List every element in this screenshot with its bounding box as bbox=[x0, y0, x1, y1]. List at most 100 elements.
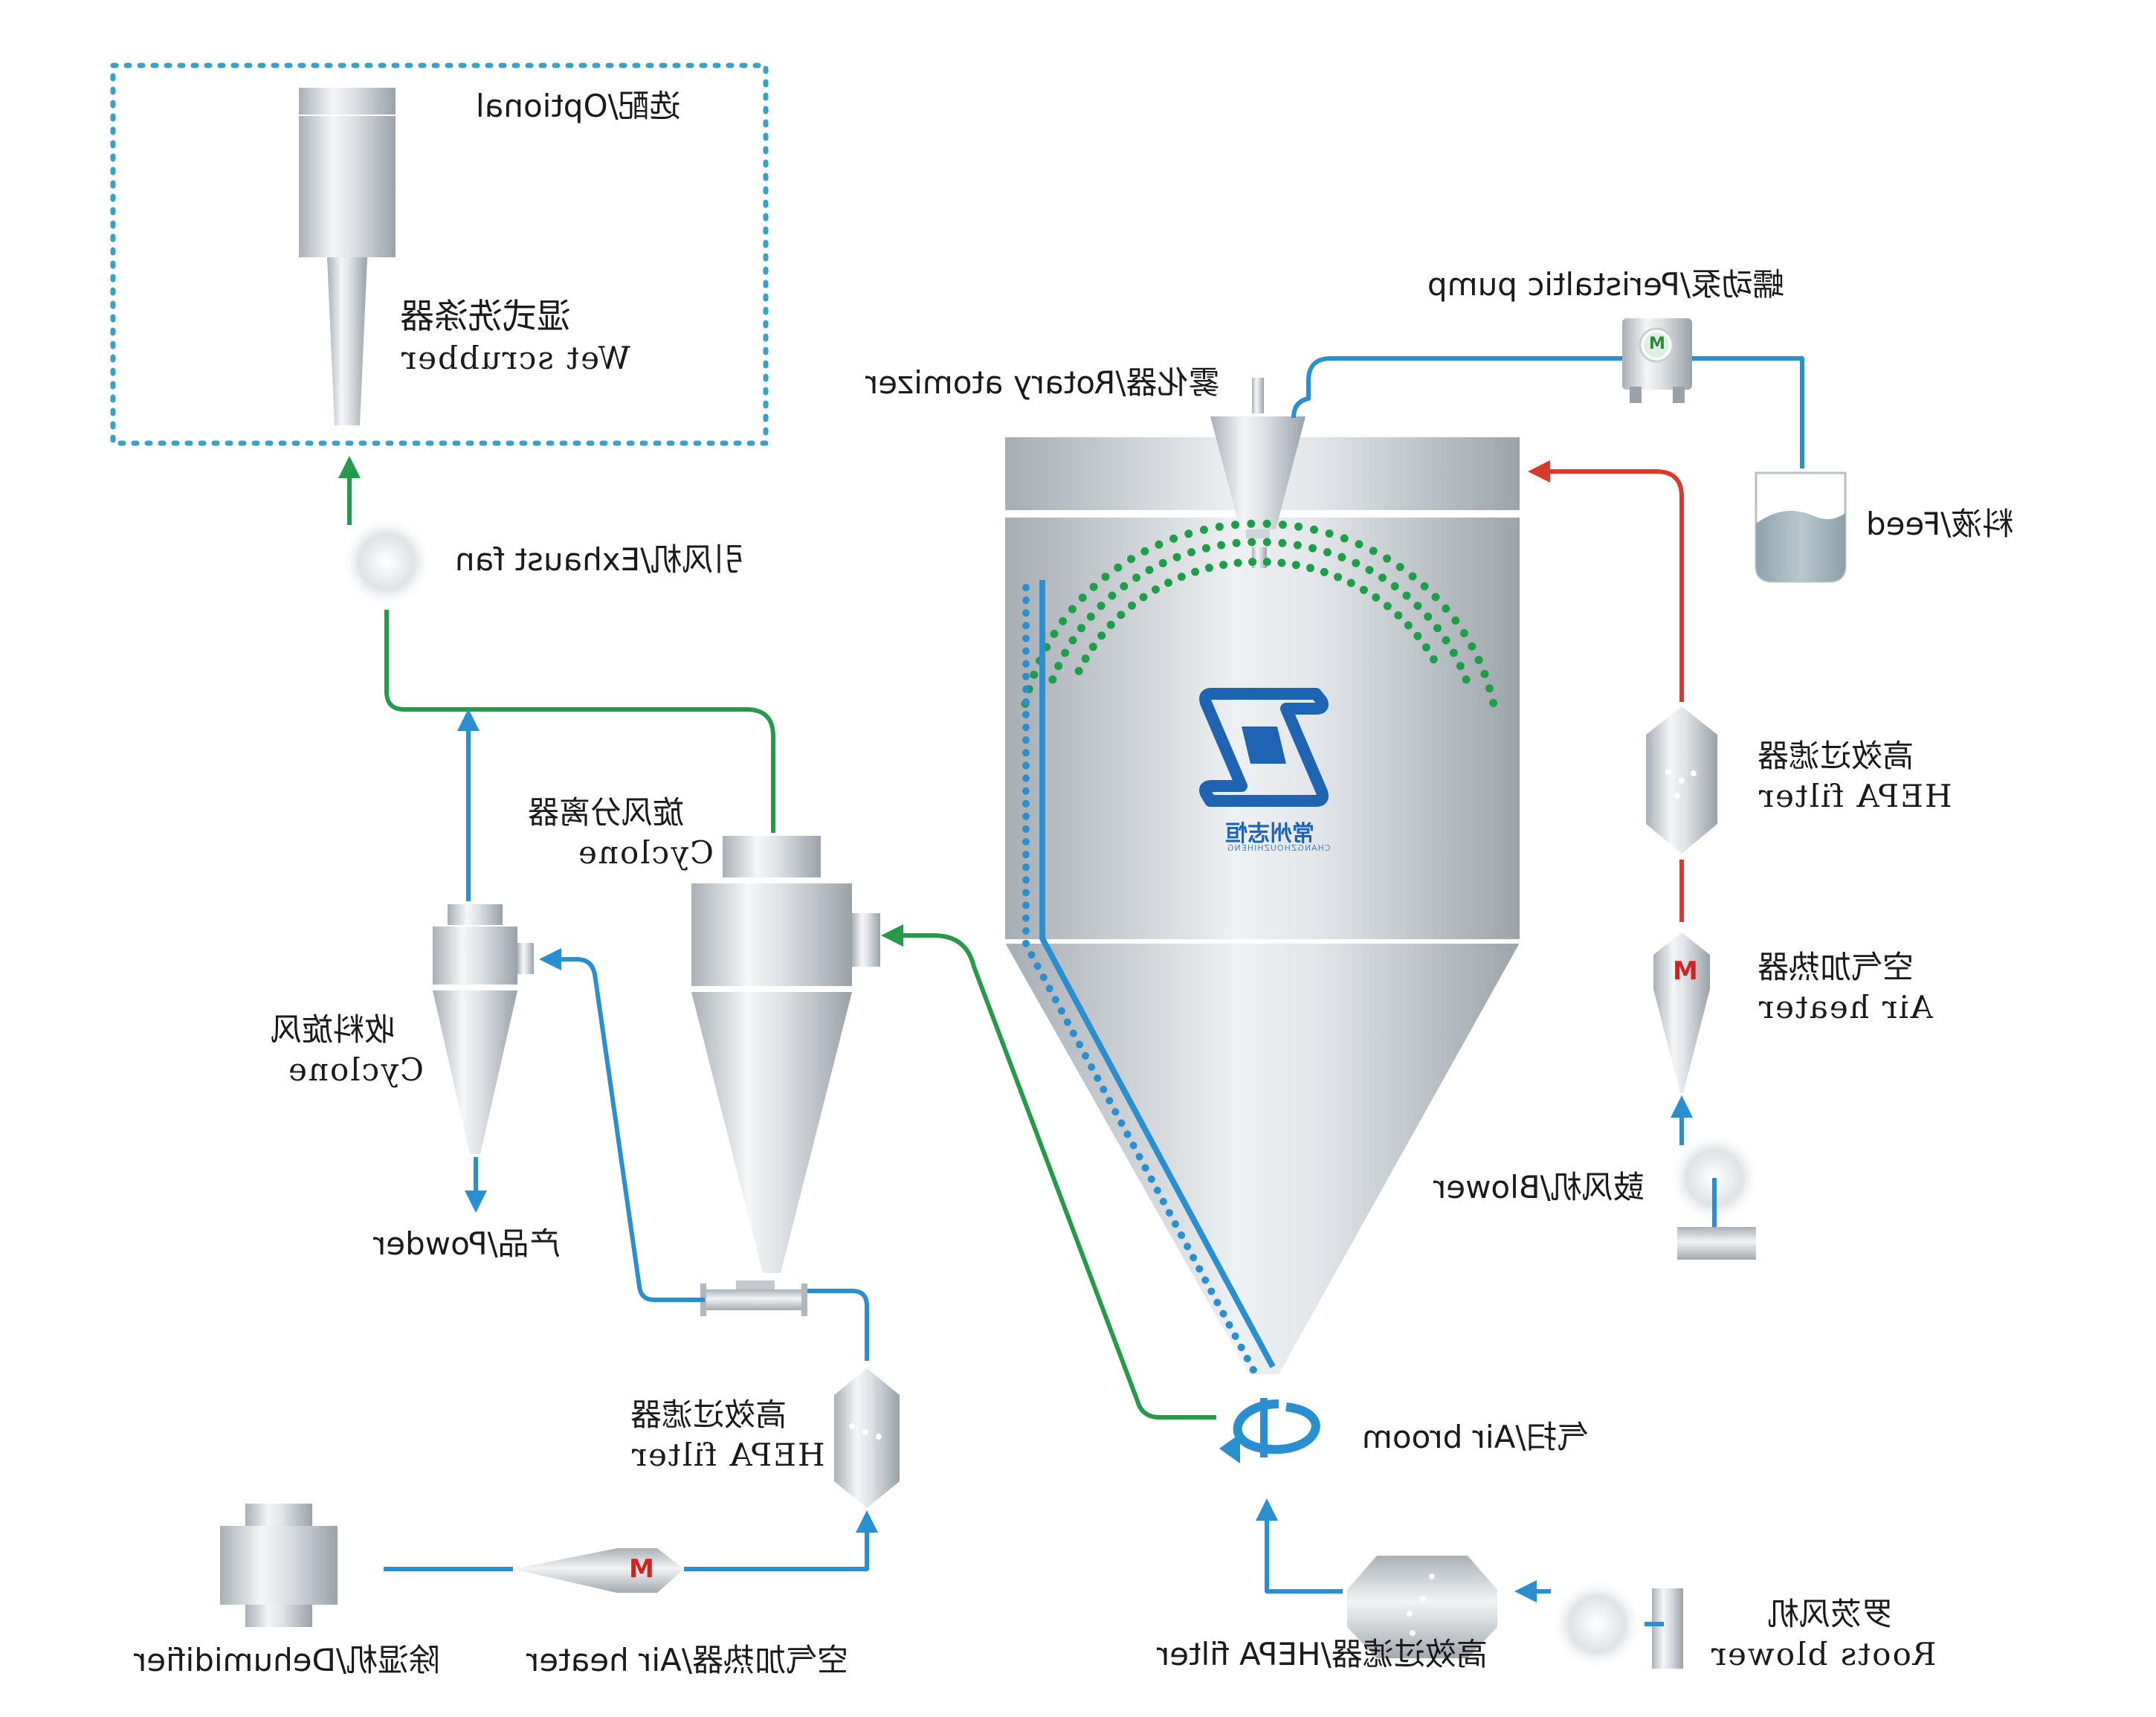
air-heater-right-label: 空气加热器 Air heater bbox=[1758, 949, 1933, 1027]
spray-droplet bbox=[1424, 612, 1433, 621]
logo-sub: CHANGZHOUZHIHENG bbox=[1227, 843, 1331, 853]
dehumidifier bbox=[220, 1504, 338, 1627]
spray-droplet bbox=[1169, 534, 1178, 543]
spray-droplet bbox=[1139, 593, 1148, 602]
spray-droplet bbox=[1383, 602, 1392, 611]
wet-scrubber-label: 湿式洗涤器 Wet scrubber bbox=[400, 296, 630, 378]
venturi-fitting bbox=[700, 1280, 807, 1316]
spray-droplet bbox=[1081, 654, 1090, 663]
spray-droplet bbox=[1451, 616, 1460, 625]
spray-droplet bbox=[1489, 698, 1498, 707]
flow-lines bbox=[338, 356, 1804, 1626]
spray-droplet bbox=[1421, 643, 1430, 652]
spray-pattern bbox=[1021, 519, 1498, 708]
hepa-left-en: HEPA filter bbox=[630, 1437, 825, 1474]
spray-droplet bbox=[1158, 558, 1167, 567]
spray-droplet bbox=[1247, 519, 1256, 528]
spray-droplet bbox=[1334, 573, 1343, 582]
spray-droplet bbox=[1325, 529, 1334, 538]
spray-droplet bbox=[1337, 553, 1346, 561]
spray-droplet bbox=[1140, 547, 1149, 555]
spray-droplet bbox=[1120, 582, 1129, 590]
spray-droplet bbox=[1413, 602, 1422, 611]
cyclone-collect-zh: 收料旋风 bbox=[271, 1011, 396, 1048]
spray-droplet bbox=[1474, 656, 1483, 664]
spray-droplet bbox=[1390, 582, 1399, 590]
powder-label: 产品/Powder bbox=[373, 1225, 561, 1262]
peristaltic-pump-label: 蠕动泵/Peristaltic pump bbox=[1427, 266, 1784, 303]
cyclone-collect bbox=[433, 904, 534, 1154]
spray-droplet bbox=[1372, 593, 1381, 602]
optional-box bbox=[110, 62, 769, 446]
spray-droplet bbox=[1277, 558, 1286, 567]
feed-label: 料液/Feed bbox=[1866, 506, 2014, 542]
spray-droplet bbox=[1310, 525, 1318, 534]
hepa-filter-right bbox=[1646, 706, 1717, 854]
spray-droplet bbox=[1172, 553, 1181, 561]
spray-droplet bbox=[1217, 541, 1226, 550]
cyclone-collect-label: 收料旋风 Cyclone bbox=[271, 1011, 424, 1089]
spray-droplet bbox=[1233, 558, 1242, 567]
spray-droplet bbox=[1262, 538, 1271, 547]
hepa-right-zh: 高效过滤器 bbox=[1758, 738, 1914, 774]
roots-blower-label: 罗茨风机 Roots blower bbox=[1710, 1596, 1936, 1674]
spray-droplet bbox=[1204, 564, 1213, 573]
optional-title: 选配/Optional bbox=[476, 88, 681, 124]
spray-droplet bbox=[1132, 573, 1140, 582]
company-logo-mark bbox=[1199, 688, 1329, 807]
spray-droplet bbox=[1395, 563, 1404, 571]
air-heater-right-zh: 空气加热器 bbox=[1758, 949, 1914, 985]
air-heater-right bbox=[1653, 932, 1710, 1093]
spray-droplet bbox=[1485, 684, 1494, 693]
spray-droplet bbox=[1456, 662, 1465, 671]
hepa-left-zh: 高效过滤器 bbox=[630, 1397, 787, 1433]
hepa-filter-bottom bbox=[1347, 1556, 1497, 1658]
spray-droplet bbox=[1262, 519, 1271, 528]
spray-droplet bbox=[1323, 548, 1332, 557]
air-heater-bottom-label: 空气加热器/Air heater bbox=[526, 1642, 848, 1678]
spray-droplet bbox=[1187, 548, 1195, 557]
spray-droplet bbox=[1201, 544, 1210, 553]
air-broom-label: 气扫/Air broom bbox=[1362, 1419, 1589, 1455]
spray-droplet bbox=[1184, 529, 1193, 538]
spray-droplet bbox=[1164, 579, 1172, 587]
spray-droplet bbox=[1468, 642, 1476, 651]
spray-droplet bbox=[1462, 675, 1471, 684]
spray-droplet bbox=[1320, 567, 1329, 576]
spray-droplet bbox=[1459, 629, 1468, 637]
blower-label: 鼓风机/Blower bbox=[1433, 1169, 1645, 1205]
feed-tank bbox=[1755, 471, 1847, 583]
spray-droplet bbox=[1086, 612, 1095, 621]
spray-droplet bbox=[1346, 579, 1355, 587]
rotary-atomizer-label: 雾化器/Rotary atomizer bbox=[865, 364, 1220, 401]
spray-droplet bbox=[1433, 624, 1442, 633]
spray-droplet bbox=[1420, 582, 1429, 590]
pump-symbol: M bbox=[1649, 335, 1665, 353]
drying-chamber bbox=[1005, 437, 1520, 1374]
spray-droplet bbox=[1408, 572, 1417, 581]
cyclone-main-zh: 旋风分离器 bbox=[528, 794, 685, 831]
spray-droplet bbox=[1413, 631, 1422, 640]
cyclone-main-en: Cyclone bbox=[577, 834, 714, 872]
dehumidifier-label: 除湿机/Dehumidifier bbox=[134, 1642, 441, 1678]
air-heater-right-en: Air heater bbox=[1758, 989, 1933, 1026]
hepa-right-en: HEPA filter bbox=[1758, 778, 1952, 815]
spray-droplet bbox=[1101, 573, 1110, 582]
spray-droplet bbox=[1359, 585, 1368, 594]
spray-droplet bbox=[1340, 534, 1349, 543]
spray-droplet bbox=[1078, 593, 1087, 602]
spray-droplet bbox=[1145, 566, 1154, 574]
motor-symbol-bottom: M bbox=[629, 1554, 654, 1584]
wet-scrubber-zh: 湿式洗涤器 bbox=[400, 296, 571, 336]
spray-droplet bbox=[1077, 624, 1085, 633]
spray-droplet bbox=[1480, 669, 1489, 678]
spray-droplet bbox=[1306, 564, 1314, 573]
spray-droplet bbox=[1068, 605, 1077, 613]
spray-droplet bbox=[1278, 538, 1287, 547]
spray-droplet bbox=[1089, 582, 1098, 591]
spray-droplet bbox=[1248, 538, 1256, 547]
hepa-bottom-label: 高效过滤器/HEPA filter bbox=[1157, 1636, 1488, 1672]
spray-droplet bbox=[1442, 604, 1450, 613]
spray-droplet bbox=[1114, 563, 1123, 572]
